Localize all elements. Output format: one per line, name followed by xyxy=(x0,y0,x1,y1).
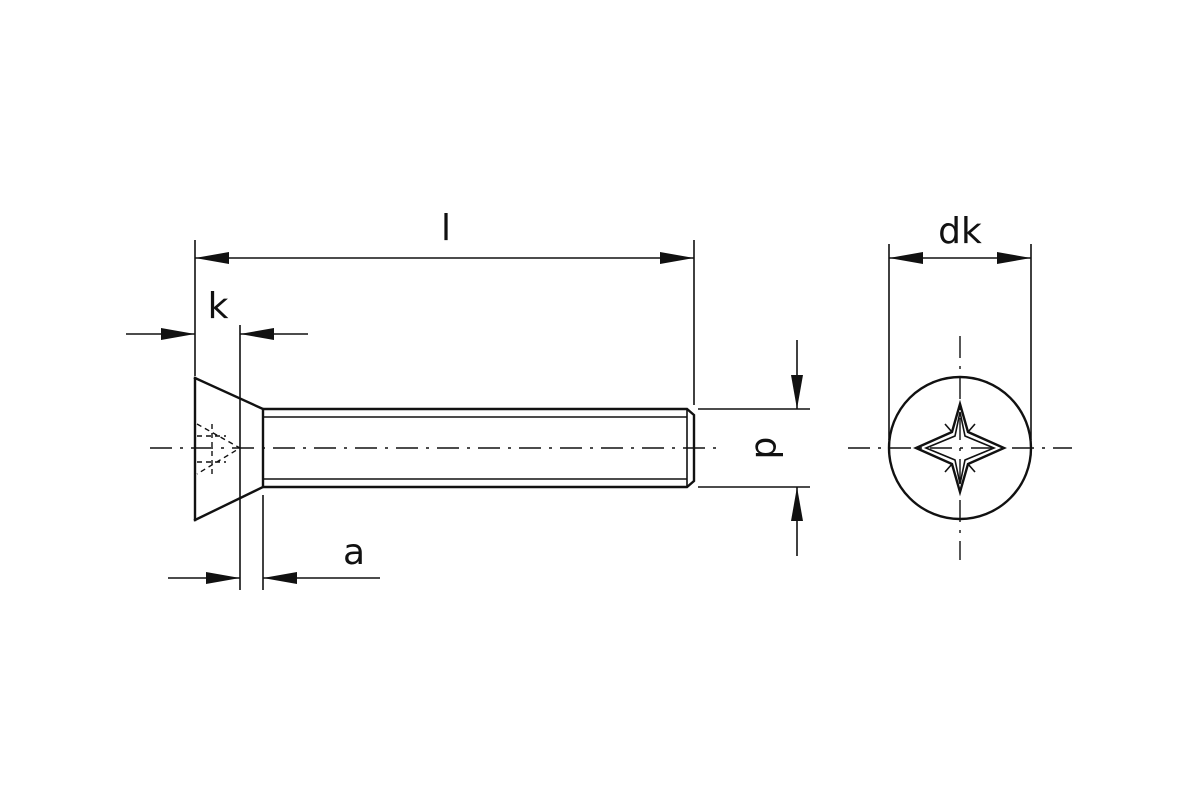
dimension-d: d xyxy=(747,340,803,556)
screw-head-view xyxy=(848,336,1072,560)
dimension-a: a xyxy=(168,532,380,584)
phillips-recess-inner xyxy=(923,411,997,485)
screw-side-view xyxy=(150,376,720,522)
dimension-l: l xyxy=(195,208,694,264)
dimension-dk: dk xyxy=(888,211,1032,440)
extension-lines xyxy=(194,240,810,590)
screw-head-outline xyxy=(193,376,265,522)
arrowhead xyxy=(889,252,923,264)
phillips-recess-diagonals xyxy=(944,423,976,473)
arrowhead xyxy=(263,572,297,584)
dimension-label-dk: dk xyxy=(938,211,982,252)
arrowhead xyxy=(997,252,1031,264)
arrowhead xyxy=(240,328,274,340)
dimension-k: k xyxy=(126,286,308,340)
arrowhead xyxy=(660,252,694,264)
dimension-label-a: a xyxy=(343,532,365,573)
dimension-label-d: d xyxy=(747,437,788,460)
arrowhead xyxy=(161,328,195,340)
dimension-label-k: k xyxy=(208,286,229,327)
arrowhead xyxy=(791,375,803,409)
arrowhead xyxy=(195,252,229,264)
dimension-label-l: l xyxy=(441,208,451,249)
recess-hidden-lines xyxy=(196,423,242,475)
phillips-recess xyxy=(913,399,1007,497)
arrowhead xyxy=(206,572,240,584)
arrowhead xyxy=(791,487,803,521)
